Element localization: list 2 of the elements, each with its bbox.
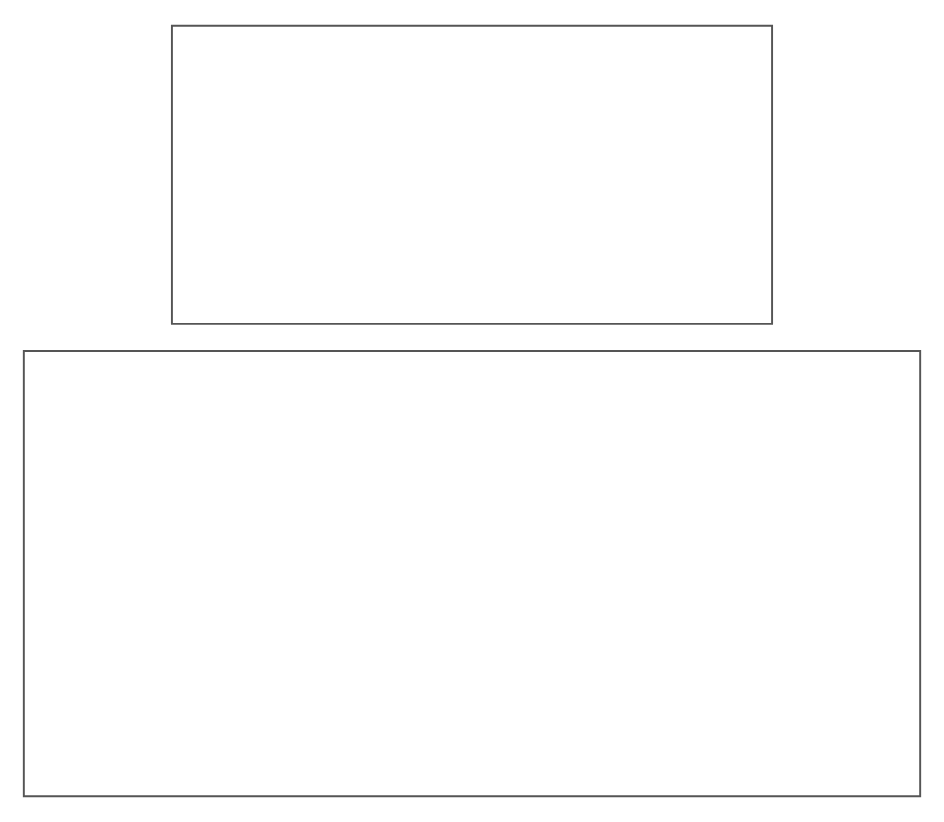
node-box — [22, 350, 922, 798]
node-box — [170, 24, 774, 325]
